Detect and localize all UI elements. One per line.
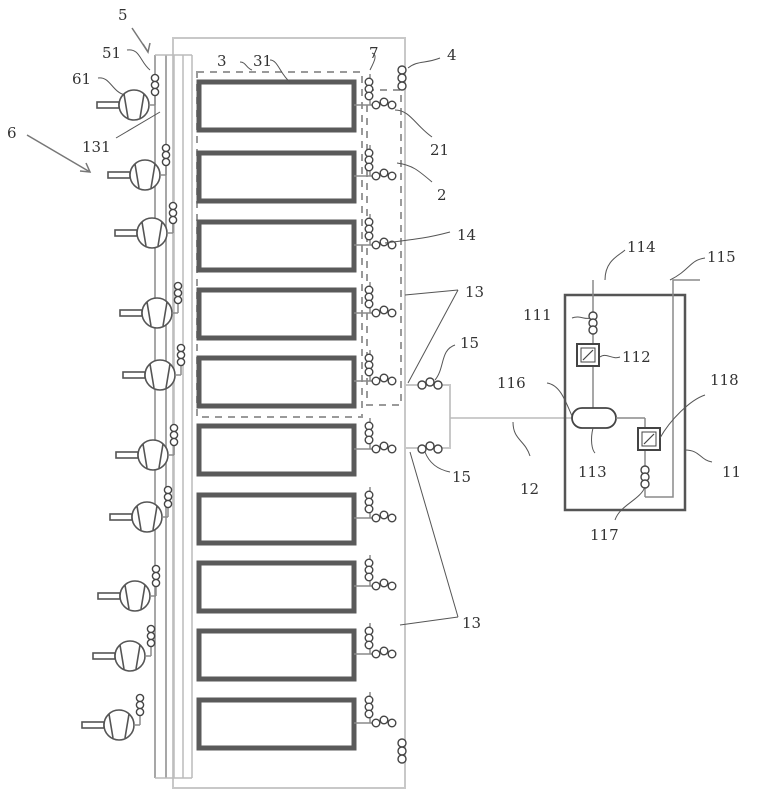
- storage-module: [196, 219, 357, 273]
- pump: [119, 297, 178, 329]
- label-118: 118: [710, 371, 739, 389]
- label-131: 131: [82, 138, 111, 156]
- module-valve-21: [371, 510, 397, 523]
- label-15-bottom: 15: [452, 468, 471, 486]
- module-valve-7: [364, 692, 374, 723]
- label-117: 117: [590, 526, 619, 544]
- storage-module: [196, 492, 357, 546]
- junction-box: [404, 384, 451, 449]
- label-3: 3: [217, 52, 227, 70]
- storage-module: [196, 355, 357, 409]
- valve-group-2-boundary: [366, 89, 402, 406]
- module-valve-21: [371, 168, 397, 181]
- label-15-top: 15: [460, 334, 479, 352]
- storage-module: [196, 697, 357, 751]
- valve-117: [640, 465, 650, 489]
- label-5: 5: [118, 6, 128, 24]
- pump: [122, 359, 181, 391]
- pump-valve: [151, 564, 161, 596]
- module-stack: [196, 79, 357, 751]
- label-61: 61: [72, 70, 91, 88]
- pump: [109, 501, 168, 533]
- module-valve-7: [364, 282, 374, 313]
- module-valve-7: [364, 623, 374, 654]
- module-valve-21: [371, 305, 397, 318]
- pump-valve: [168, 201, 178, 233]
- arrow-6: [26, 134, 92, 173]
- storage-module: [196, 287, 357, 341]
- pump-valve: [173, 281, 183, 313]
- module-valve-7: [364, 74, 374, 105]
- pump: [115, 439, 174, 471]
- module-valve-21: [371, 97, 397, 110]
- label-21: 21: [430, 141, 449, 159]
- module-valve-7: [364, 145, 374, 176]
- storage-module: [196, 423, 357, 477]
- pump: [92, 640, 151, 672]
- pump-stack: [81, 73, 186, 741]
- pump: [81, 709, 140, 741]
- valve-4: [397, 65, 407, 91]
- pump: [97, 580, 156, 612]
- label-6: 6: [7, 124, 17, 142]
- module-valve-stack: [354, 74, 397, 728]
- module-valve-7: [364, 214, 374, 245]
- pump: [107, 159, 166, 191]
- label-4: 4: [447, 46, 457, 64]
- control-unit-11: [563, 293, 687, 512]
- pump-valve: [176, 343, 186, 375]
- label-14: 14: [457, 226, 476, 244]
- label-7: 7: [369, 44, 379, 62]
- storage-module: [196, 150, 357, 204]
- label-12: 12: [520, 480, 539, 498]
- module-valve-21: [371, 373, 397, 386]
- pipe-115: [645, 279, 700, 498]
- valve-15-bottom: [417, 441, 443, 454]
- module-valve-7: [364, 418, 374, 449]
- arrow-5: [131, 27, 151, 54]
- pump: [114, 217, 173, 249]
- label-112: 112: [622, 348, 651, 366]
- valve-111: [588, 311, 598, 335]
- device-118: [637, 427, 661, 451]
- reference-labels: 5 51 61 6 131 3 31 7 4 21 2 14 13 15 15 …: [7, 6, 741, 632]
- module-valve-7: [364, 350, 374, 381]
- label-13-top: 13: [465, 283, 484, 301]
- module-valve-7: [364, 555, 374, 586]
- label-113: 113: [578, 463, 607, 481]
- pump-valve: [146, 624, 156, 656]
- label-31: 31: [253, 52, 272, 70]
- pump-valve: [163, 485, 173, 517]
- leader-lines: [97, 49, 713, 626]
- pump-valve: [135, 693, 145, 725]
- pump: [96, 89, 155, 121]
- pump-valve: [169, 423, 179, 455]
- module-valve-21: [371, 578, 397, 591]
- label-114: 114: [627, 238, 656, 256]
- valve-15-top: [417, 377, 443, 390]
- label-51: 51: [102, 44, 121, 62]
- label-13-bottom: 13: [462, 614, 481, 632]
- storage-module: [196, 560, 357, 614]
- label-116: 116: [497, 374, 526, 392]
- module-valve-21: [371, 646, 397, 659]
- storage-module: [196, 628, 357, 682]
- drain-valve: [397, 738, 407, 764]
- pump-valve: [161, 143, 171, 175]
- label-115: 115: [707, 248, 736, 266]
- module-valve-7: [364, 487, 374, 518]
- label-11: 11: [722, 463, 741, 481]
- storage-module: [196, 79, 357, 133]
- device-112: [576, 343, 600, 367]
- module-valve-21: [371, 715, 397, 728]
- module-valve-21: [371, 237, 397, 250]
- label-2: 2: [437, 186, 447, 204]
- pump-valve: [150, 73, 160, 105]
- tank-113: [571, 407, 617, 429]
- module-valve-21: [371, 441, 397, 454]
- manifold-pipes: [154, 54, 193, 779]
- label-111: 111: [523, 306, 552, 324]
